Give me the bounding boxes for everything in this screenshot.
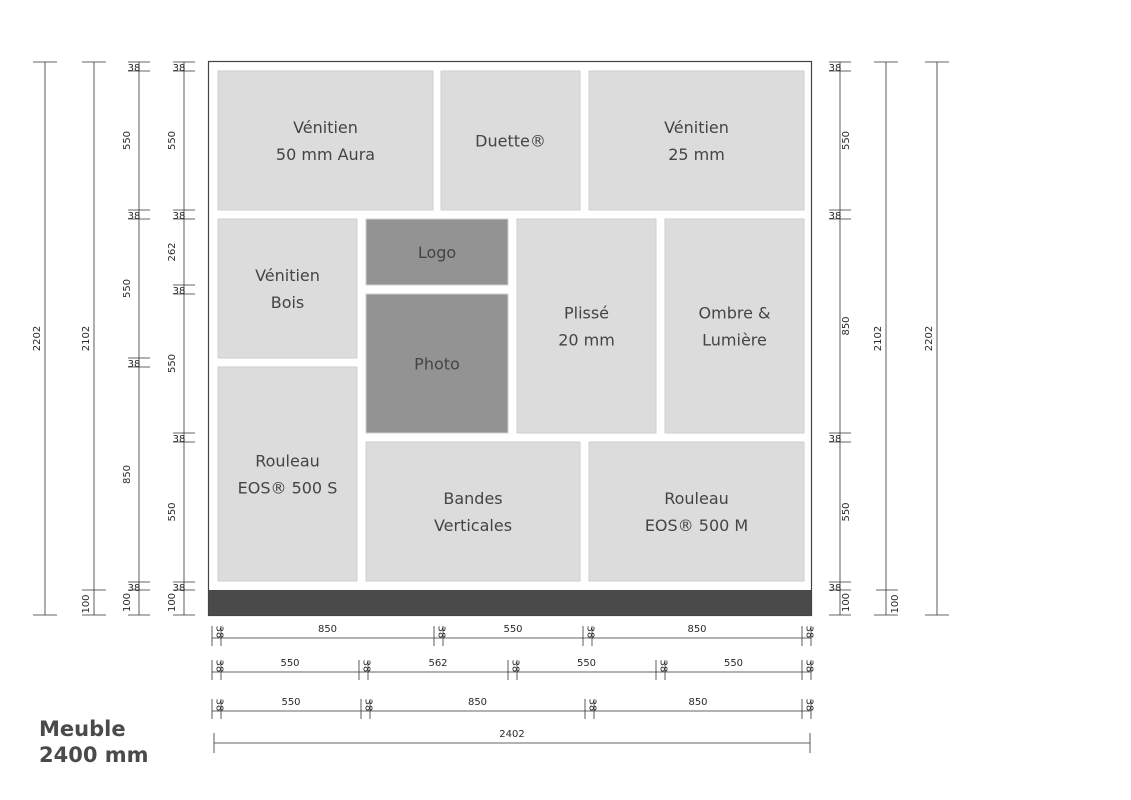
- dim-row-3-label: 38: [214, 699, 225, 712]
- panel-label: Vénitien: [293, 118, 358, 137]
- panel-label: Rouleau: [255, 452, 320, 471]
- panel-label: Photo: [414, 355, 460, 374]
- dim-row-2-label: 562: [428, 658, 447, 669]
- dim-left-outer-label: 2202: [32, 326, 43, 351]
- dim-row-1-label: 850: [318, 624, 337, 635]
- panel-label: Plissé: [564, 304, 609, 323]
- panel-venitien-50: [217, 70, 434, 211]
- dim-row-3-label: 38: [363, 699, 374, 712]
- dim-left-col-b-label: 262: [167, 242, 178, 261]
- dim-right-inner-label: 2102: [873, 326, 884, 351]
- cabinet-caption: Meuble 2400 mm: [39, 716, 149, 768]
- dim-left-col-a-label: 100: [122, 593, 133, 612]
- dim-row-3-label: 38: [587, 699, 598, 712]
- dim-left-col-b-label: 38: [173, 286, 186, 297]
- dim-row-3-label: 550: [281, 697, 300, 708]
- panel-label: Bois: [271, 293, 305, 312]
- dim-left-col-a-label: 38: [128, 63, 141, 74]
- caption-size: 2400 mm: [39, 743, 149, 767]
- dim-right-outer-label: 2202: [924, 326, 935, 351]
- dim-left-col-a-label: 550: [122, 279, 133, 298]
- cabinet-frame: [207, 60, 813, 617]
- panel-rouleau-500m: [588, 441, 805, 582]
- dim-left-col-b-label: 38: [173, 583, 186, 594]
- panel-label: Bandes: [443, 489, 502, 508]
- panel-photo: [365, 293, 509, 434]
- panel-venitien-25: [588, 70, 805, 211]
- dim-right-col-label: 38: [829, 211, 842, 222]
- dim-row-2-label: 550: [577, 658, 596, 669]
- dim-right-col-label: 550: [841, 502, 852, 521]
- dim-right-plinth-label: 100: [890, 594, 901, 613]
- dim-row-2-label: 38: [804, 660, 815, 673]
- cabinet-plinth: [209, 590, 811, 615]
- dim-left-inner-label: 2102: [81, 326, 92, 351]
- panel-label: Verticales: [434, 516, 512, 535]
- dim-left-col-a-label: 38: [128, 359, 141, 370]
- dim-right-col-label: 100: [841, 593, 852, 612]
- panel-label: 50 mm Aura: [276, 145, 375, 164]
- dim-left-col-b-label: 550: [167, 354, 178, 373]
- dim-right-col-label: 550: [841, 131, 852, 150]
- panel-label: Ombre &: [699, 304, 771, 323]
- panel-label: Rouleau: [664, 489, 729, 508]
- dim-row-2-label: 38: [658, 660, 669, 673]
- dim-row-3-label: 850: [688, 697, 707, 708]
- panel-label: EOS® 500 M: [645, 516, 748, 535]
- dim-right-col-label: 38: [829, 434, 842, 445]
- dim-row-1-label: 38: [214, 626, 225, 639]
- dim-left-col-b-label: 550: [167, 131, 178, 150]
- dim-left-col-b-label: 38: [173, 211, 186, 222]
- dim-row-2-label: 38: [510, 660, 521, 673]
- dim-row-1-label: 38: [436, 626, 447, 639]
- dim-left-col-a-label: 550: [122, 131, 133, 150]
- dim-left-col-a-label: 38: [128, 583, 141, 594]
- panel-label: Logo: [418, 243, 456, 262]
- dim-left-col-b-label: 100: [167, 593, 178, 612]
- dim-row-3-label: 850: [468, 697, 487, 708]
- panel-label: Vénitien: [664, 118, 729, 137]
- panel-label: Vénitien: [255, 266, 320, 285]
- dim-left-col-b-label: 38: [173, 63, 186, 74]
- panel-venitien-bois: [217, 218, 358, 359]
- dim-row-1-label: 850: [687, 624, 706, 635]
- panel-label: EOS® 500 S: [238, 479, 338, 498]
- dim-row-3-label: 38: [804, 699, 815, 712]
- dim-row-2-label: 550: [280, 658, 299, 669]
- dim-left-col-a-label: 850: [122, 465, 133, 484]
- dim-left-col-a-label: 38: [128, 211, 141, 222]
- panel-ombre-lumiere: [664, 218, 805, 434]
- dim-right-col-label: 38: [829, 63, 842, 74]
- dim-left-col-b-label: 38: [173, 434, 186, 445]
- panel-bandes-verticales: [365, 441, 581, 582]
- dim-right-col-label: 38: [829, 583, 842, 594]
- dim-row-2-label: 38: [361, 660, 372, 673]
- panel-logo: [365, 218, 509, 286]
- panel-label: Lumière: [702, 331, 767, 350]
- dim-left-inner-plinth: 100: [81, 594, 92, 613]
- dim-row-2-label: 38: [214, 660, 225, 673]
- panel-label: 25 mm: [668, 145, 725, 164]
- panel-plisse: [516, 218, 657, 434]
- dim-right-col-label: 850: [841, 316, 852, 335]
- dim-left-col-b-label: 550: [167, 502, 178, 521]
- dim-row-1-label: 550: [503, 624, 522, 635]
- panel-rouleau-500s: [217, 366, 358, 582]
- dim-row-2-label: 550: [724, 658, 743, 669]
- panel-label: Duette®: [475, 132, 546, 151]
- caption-title: Meuble: [39, 717, 126, 741]
- dim-row-1-label: 38: [804, 626, 815, 639]
- dim-total-width-label: 2402: [499, 729, 524, 740]
- panel-duette: [440, 70, 581, 211]
- dim-row-1-label: 38: [585, 626, 596, 639]
- panel-label: 20 mm: [558, 331, 615, 350]
